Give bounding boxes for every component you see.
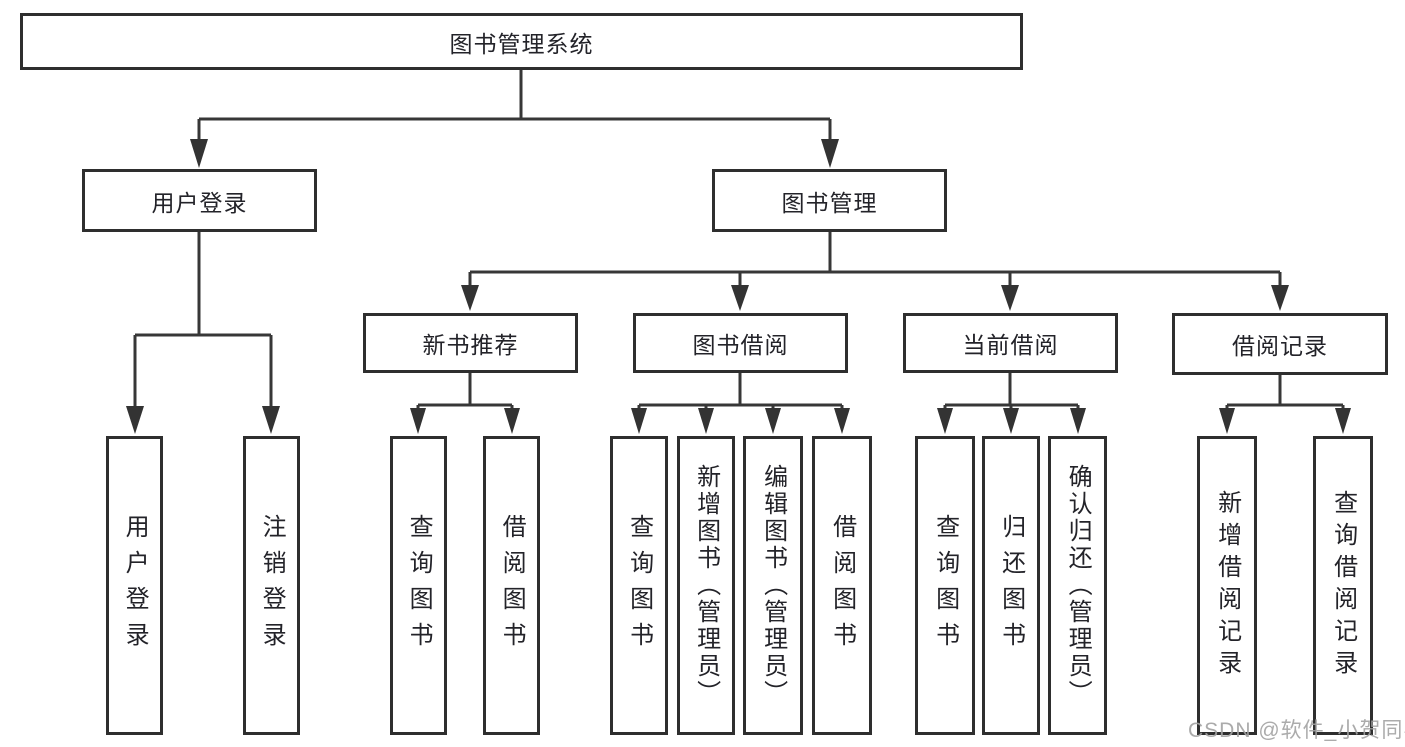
- leaf-label: 注销登录: [258, 513, 286, 658]
- leaf-label: 借阅图书: [498, 513, 526, 658]
- leaf-label: 查询图书: [625, 513, 653, 658]
- node-leaf-bor-add: 新增图书（管理员）: [677, 436, 735, 735]
- leaf-label: 新增借阅记录: [1213, 489, 1241, 682]
- node-book-borrow: 图书借阅: [633, 313, 848, 373]
- leaf-label: 查询图书: [931, 513, 959, 658]
- node-borrow-record: 借阅记录: [1172, 313, 1388, 375]
- connector-new-book-children: [410, 373, 520, 434]
- connector-book-mgmt-children: [461, 232, 1289, 311]
- node-user-login-group: 用户登录: [82, 169, 317, 232]
- node-new-book-rec: 新书推荐: [363, 313, 578, 373]
- node-leaf-bor-query: 查询图书: [610, 436, 668, 735]
- leaf-label: 借阅图书: [828, 513, 856, 658]
- connector-borrow-record-children: [1219, 375, 1351, 434]
- node-book-mgmt: 图书管理: [712, 169, 947, 232]
- node-leaf-bor-borrow: 借阅图书: [812, 436, 872, 735]
- csdn-watermark: CSDN @软件_小贺同学: [1188, 719, 1405, 742]
- node-leaf-rec-borrow: 借阅图书: [483, 436, 540, 735]
- connector-book-borrow-children: [631, 373, 850, 434]
- node-leaf-logout: 注销登录: [243, 436, 300, 735]
- leaf-label: 查询借阅记录: [1329, 489, 1357, 682]
- connector-root-to-level2: [190, 70, 839, 168]
- node-leaf-his-add: 新增借阅记录: [1197, 436, 1257, 735]
- leaf-label: 确认归还（管理员）: [1064, 464, 1092, 707]
- node-leaf-his-query: 查询借阅记录: [1313, 436, 1373, 735]
- leaf-label: 新增图书（管理员）: [692, 464, 720, 707]
- connector-user-login-children: [126, 232, 280, 434]
- node-leaf-bor-edit: 编辑图书（管理员）: [743, 436, 803, 735]
- leaf-label: 用户登录: [121, 513, 149, 658]
- leaf-label: 归还图书: [997, 513, 1025, 658]
- leaf-label: 查询图书: [405, 513, 433, 658]
- node-leaf-cur-query: 查询图书: [915, 436, 975, 735]
- leaf-label: 编辑图书（管理员）: [759, 464, 787, 707]
- connector-current-borrow-children: [937, 373, 1086, 434]
- node-leaf-cur-return: 归还图书: [982, 436, 1040, 735]
- node-current-borrow: 当前借阅: [903, 313, 1118, 373]
- node-leaf-user-login: 用户登录: [106, 436, 163, 735]
- node-leaf-rec-query: 查询图书: [390, 436, 447, 735]
- node-root: 图书管理系统: [20, 13, 1023, 70]
- node-leaf-cur-confirm: 确认归还（管理员）: [1048, 436, 1107, 735]
